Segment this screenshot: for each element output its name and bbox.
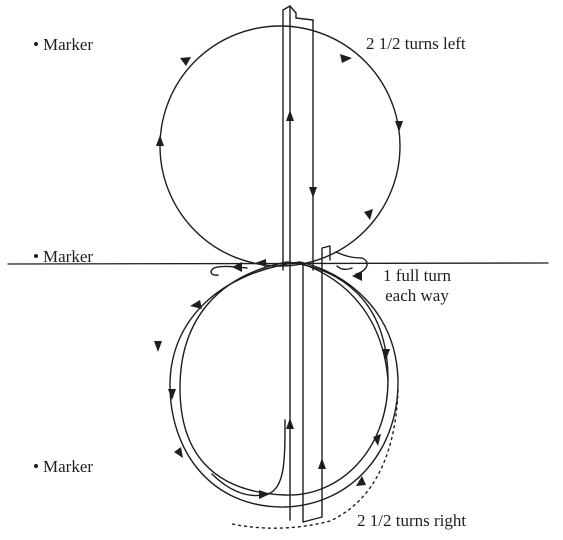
arrow-down-on-inbound — [309, 187, 317, 198]
dotted-exit-arc — [231, 389, 399, 529]
lower-inner-loop — [179, 261, 389, 496]
upper-flagpole — [282, 5, 291, 271]
full-turn-label: 1 full turn each way — [383, 266, 451, 306]
turns-left-label: 2 1/2 turns left — [366, 34, 466, 53]
turns-right-label: 2 1/2 turns right — [357, 511, 467, 530]
upper-flagpole-return — [289, 5, 297, 19]
full-turn-label-line1: 1 full turn — [383, 266, 451, 285]
lower-outer-loop — [169, 261, 399, 508]
lower-right-extra-arc — [299, 262, 389, 381]
right-turn-squiggle-2 — [336, 265, 353, 271]
arrow-up-on-pole — [286, 110, 294, 121]
arrow-left-lower-inner — [168, 389, 176, 400]
arrow-right-upper — [395, 121, 403, 132]
arrow-up-lower-right-pole — [318, 458, 326, 469]
arrow-upper-mid — [255, 259, 266, 267]
arrow-dotted-exit — [356, 476, 366, 486]
arrow-top-left-upper — [180, 57, 191, 66]
arrow-bottom-left-lower — [174, 447, 183, 458]
marker-text: Marker — [43, 35, 94, 54]
arrow-top-right-upper — [340, 54, 352, 63]
full-turn-label-line2: each way — [385, 286, 449, 305]
marker-bullet-icon — [34, 464, 38, 469]
arrow-left-upper-lower — [190, 300, 202, 309]
upper-top-connector — [295, 17, 314, 21]
marker-label-bottom: Marker — [34, 457, 93, 477]
arrow-left-lower-outer — [154, 341, 162, 352]
lower-spiral-hook — [211, 419, 286, 497]
lower-bottom-connector — [302, 516, 323, 523]
lower-right-vertical — [321, 245, 331, 518]
arrow-right-squiggle — [352, 271, 362, 281]
marker-bullet-icon — [34, 254, 38, 259]
upper-circle — [159, 25, 401, 267]
arrow-lower-right-upper — [364, 209, 373, 220]
arrow-bottom-hook — [259, 490, 270, 499]
arrow-up-left-upper — [156, 135, 164, 146]
arrow-right-lower-inner — [373, 434, 381, 446]
marker-label-top: Marker — [34, 35, 93, 55]
marker-text: Marker — [43, 457, 94, 476]
marker-bullet-icon — [34, 42, 38, 47]
arrow-up-lower-pole — [286, 418, 294, 429]
arrow-left-squiggle — [232, 262, 242, 272]
arrow-right-lower-outer — [382, 349, 390, 360]
marker-label-middle: Marker — [34, 247, 93, 267]
marker-text: Marker — [43, 247, 94, 266]
right-turn-squiggle — [335, 251, 368, 275]
